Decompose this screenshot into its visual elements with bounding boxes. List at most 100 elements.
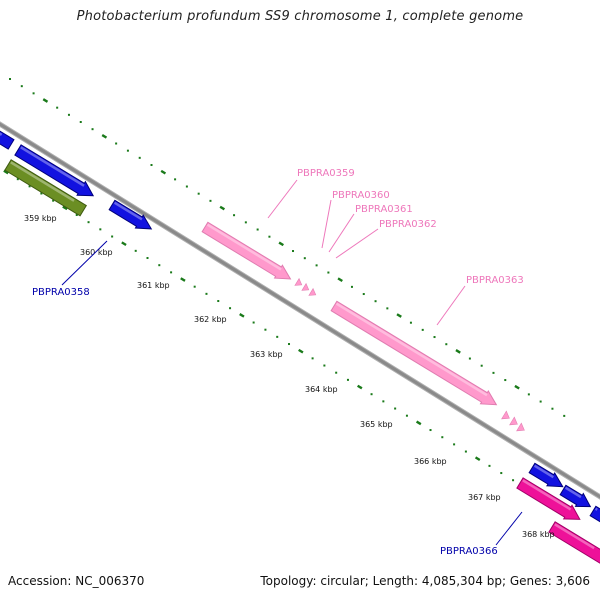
lower-minor-tick: [217, 300, 220, 303]
tick-label: 364 kbp: [305, 385, 338, 394]
lower-minor-tick: [346, 378, 349, 381]
lower-major-tick: [298, 348, 304, 354]
gene-pbpra0363: [330, 300, 498, 406]
upper-major-tick: [42, 98, 49, 103]
gene-blue-right-a: [528, 462, 564, 488]
lower-major-tick: [474, 456, 481, 462]
gene-pbpra0360-shape: [294, 277, 303, 286]
upper-tick-track: [9, 78, 566, 417]
gene-blue-right-b-shine: [564, 486, 582, 499]
gene-pbpra0362: [308, 287, 317, 296]
gene-label: PBPRA0361: [355, 204, 413, 215]
gene-leader-line: [335, 228, 379, 259]
genome-summary-text: Topology: circular; Length: 4,085,304 bp…: [260, 574, 590, 588]
gene-blue-right-a-body: [528, 462, 564, 488]
gene-blue-lower-body: [108, 199, 153, 230]
lower-minor-tick: [429, 429, 432, 432]
tick-label: 360 kbp: [80, 248, 113, 257]
upper-minor-tick: [115, 142, 118, 145]
upper-major-tick: [396, 313, 402, 318]
upper-minor-tick: [551, 407, 554, 410]
tick-label: 368 kbp: [522, 530, 555, 539]
upper-minor-tick: [386, 307, 389, 310]
gene-blue-edge: [0, 128, 15, 150]
gene-pbpra0362-shape: [308, 287, 317, 296]
lower-minor-tick: [170, 271, 173, 274]
lower-minor-tick: [205, 292, 208, 295]
gene-blue-upper: [14, 144, 95, 197]
lower-minor-tick: [158, 264, 161, 267]
gene-label: PBPRA0362: [379, 219, 437, 230]
chromosome-backbone: [0, 121, 600, 500]
upper-minor-tick: [32, 92, 35, 95]
gene-pbpra0361-shape: [301, 282, 310, 291]
gene-pbpra0364: [501, 410, 510, 420]
gene-blue-lower: [108, 199, 153, 230]
gene-blue-right-c: [589, 505, 600, 524]
gene-blue-edge-body: [0, 128, 15, 150]
gene-leader-line: [495, 511, 523, 546]
upper-minor-tick: [539, 400, 542, 403]
gene-magenta-edge: [548, 521, 600, 564]
gene-pbpra0363-body: [330, 300, 498, 406]
gene-pbpra0365b-shape: [516, 422, 525, 432]
lower-minor-tick: [16, 178, 19, 181]
upper-minor-tick: [256, 228, 259, 231]
gene-pbpra0359: [201, 221, 292, 280]
gene-pbpra0365: [509, 416, 518, 426]
tick-label: 363 kbp: [250, 350, 283, 359]
upper-minor-tick: [209, 199, 212, 202]
gene-blue-lower-shine: [113, 201, 143, 221]
upper-minor-tick: [468, 357, 471, 360]
upper-minor-tick: [138, 156, 141, 159]
gene-blue-right-c-body: [589, 505, 600, 524]
gene-label: PBPRA0360: [332, 190, 390, 201]
gene-label: PBPRA0366: [440, 546, 498, 557]
gene-pbpra0365-shape: [509, 416, 518, 426]
upper-major-tick: [278, 241, 284, 247]
lower-minor-tick: [405, 414, 408, 417]
lower-minor-tick: [146, 257, 149, 260]
upper-minor-tick: [174, 178, 177, 181]
lower-major-tick: [3, 169, 9, 175]
gene-pbpra0365b: [516, 422, 525, 432]
upper-major-tick: [101, 134, 108, 139]
gene-leader-line: [267, 179, 298, 219]
upper-minor-tick: [445, 343, 448, 346]
upper-minor-tick: [91, 128, 94, 131]
lower-minor-tick: [52, 199, 55, 202]
upper-minor-tick: [527, 393, 530, 396]
lower-minor-tick: [453, 443, 456, 446]
upper-minor-tick: [185, 185, 188, 188]
backbone-core: [0, 122, 600, 499]
gene-pbpra0364-shape: [501, 410, 510, 420]
gene-pbpra0360: [294, 277, 303, 286]
gene-leader-line: [328, 213, 355, 253]
gene-pbpra0361: [301, 282, 310, 291]
upper-minor-tick: [150, 164, 153, 167]
upper-minor-tick: [327, 271, 330, 274]
lower-minor-tick: [99, 228, 102, 231]
lower-major-tick: [62, 205, 68, 211]
upper-major-tick: [219, 205, 226, 211]
upper-major-tick: [160, 169, 167, 175]
lower-minor-tick: [193, 285, 196, 288]
gene-leader-line: [321, 199, 332, 249]
lower-minor-tick: [28, 185, 31, 188]
upper-minor-tick: [421, 328, 424, 331]
gene-label: PBPRA0363: [466, 275, 524, 286]
lower-minor-tick: [488, 464, 491, 467]
lower-major-tick: [121, 241, 127, 247]
lower-minor-tick: [370, 393, 373, 396]
upper-minor-tick: [409, 321, 412, 324]
upper-minor-tick: [56, 106, 59, 109]
upper-minor-tick: [20, 85, 23, 88]
lower-minor-tick: [288, 343, 291, 346]
upper-minor-tick: [480, 364, 483, 367]
gene-pbpra0366: [516, 477, 581, 520]
lower-minor-tick: [394, 407, 397, 410]
tick-label: 361 kbp: [137, 281, 170, 290]
gene-olive: [4, 159, 88, 217]
upper-minor-tick: [126, 149, 129, 152]
